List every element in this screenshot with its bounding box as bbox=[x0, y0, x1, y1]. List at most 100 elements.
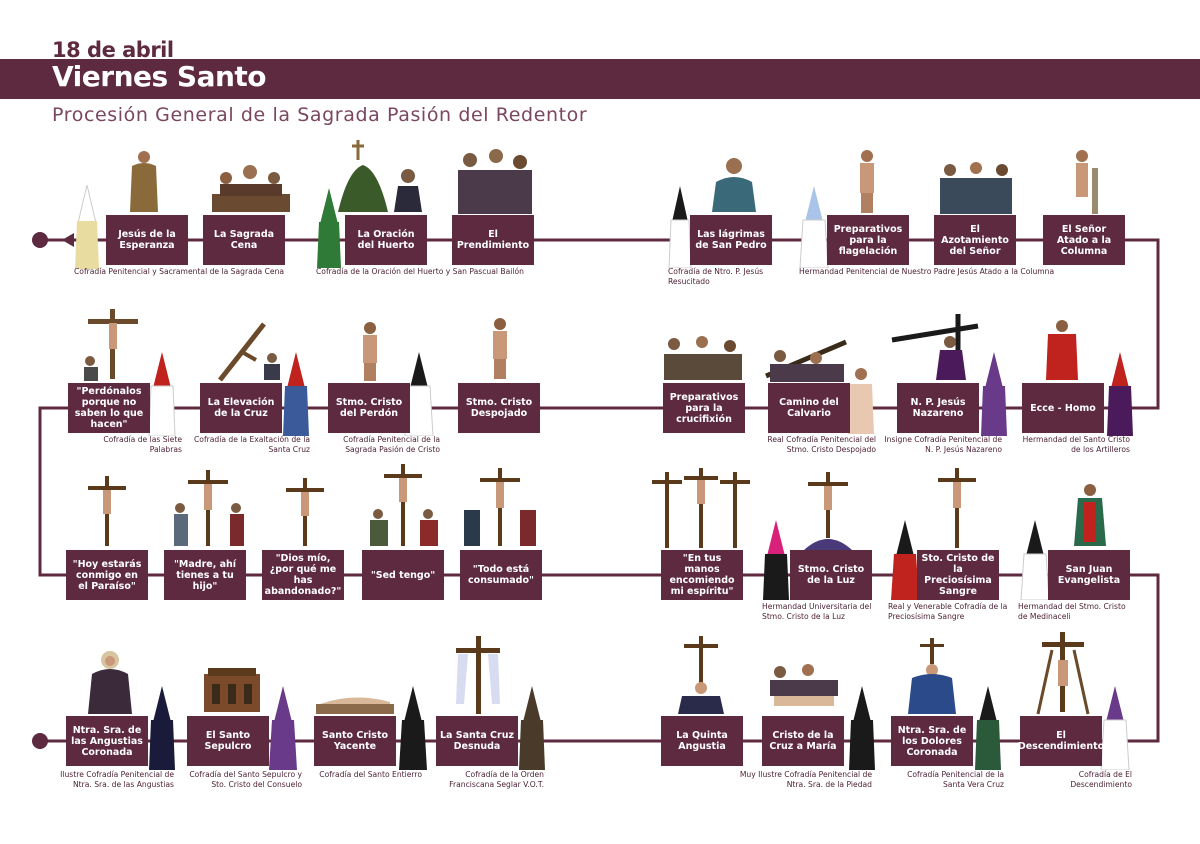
garden-prayer-icon bbox=[338, 140, 422, 212]
station-box[interactable]: Stmo. Cristo Despojado bbox=[458, 383, 540, 433]
penitent-hood-icon bbox=[981, 352, 1007, 436]
penitent-hood-icon bbox=[75, 185, 99, 269]
brotherhood-caption: Hermandad del Santo Cristo de los Artill… bbox=[1022, 435, 1130, 454]
station-box[interactable]: La Quinta Angustia bbox=[661, 716, 743, 766]
saint-peter-icon bbox=[712, 158, 756, 212]
station-box[interactable]: Preparativos para la flagelación bbox=[827, 215, 909, 265]
cross-carrying-icon bbox=[891, 314, 979, 380]
flagellation-icon bbox=[940, 162, 1012, 214]
station-box[interactable]: "Sed tengo" bbox=[362, 550, 444, 600]
station-box[interactable]: Santo Cristo Yacente bbox=[314, 716, 396, 766]
brotherhood-caption: Cofradía Penitencial de la Santa Vera Cr… bbox=[907, 770, 1004, 789]
saint-john-icon bbox=[1074, 484, 1106, 546]
column-icon bbox=[1076, 150, 1098, 214]
station-box[interactable]: "En tus manos encomiendo mi espíritu" bbox=[661, 550, 743, 600]
route-line bbox=[38, 238, 1160, 743]
penitent-hood-icon bbox=[519, 686, 545, 770]
penitent-hood-icon bbox=[149, 686, 175, 770]
station-box[interactable]: Ntra. Sra. de las Angustias Coronada bbox=[66, 716, 148, 766]
brotherhood-caption: Cofradía del Santo Entierro bbox=[319, 770, 422, 779]
crucifix-icon bbox=[804, 472, 852, 550]
brotherhood-caption: Hermandad Universitaria del Stmo. Cristo… bbox=[762, 602, 872, 621]
station-box[interactable]: Jesús de la Esperanza bbox=[106, 215, 188, 265]
penitent-hood-icon bbox=[1100, 686, 1130, 770]
crucifix-icon bbox=[464, 468, 536, 546]
crucifix-icon bbox=[88, 476, 126, 546]
brotherhood-caption: Cofradía de Ntro. P. Jesús Resucitado bbox=[668, 267, 764, 286]
penitent-hood-icon bbox=[1107, 352, 1133, 436]
page-title: Viernes Santo bbox=[52, 60, 267, 93]
recumbent-christ-icon bbox=[316, 697, 394, 714]
pieta-icon bbox=[770, 664, 838, 706]
saint-figure-icon bbox=[848, 368, 874, 434]
brotherhood-caption: Cofradía Penitencial y Sacramental de la… bbox=[74, 267, 285, 276]
brotherhood-caption: Cofradía Penitencial de la Sagrada Pasió… bbox=[343, 435, 440, 454]
station-box[interactable]: La Sagrada Cena bbox=[203, 215, 285, 265]
brotherhood-caption: Insigne Cofradía Penitencial de N. P. Je… bbox=[884, 435, 1002, 454]
station-box[interactable]: El Señor Atado a la Columna bbox=[1043, 215, 1125, 265]
station-box[interactable]: Las lágrimas de San Pedro bbox=[690, 215, 772, 265]
virgin-icon bbox=[88, 651, 132, 714]
station-box[interactable]: La Oración del Huerto bbox=[345, 215, 427, 265]
penitent-hood-icon bbox=[799, 186, 829, 268]
penitent-hood-icon bbox=[283, 352, 309, 436]
station-box[interactable]: El Prendimiento bbox=[452, 215, 534, 265]
station-box[interactable]: Stmo. Cristo de la Luz bbox=[790, 550, 872, 600]
penitent-hood-icon bbox=[891, 520, 919, 600]
brotherhood-caption: Cofradía de la Orden Franciscana Seglar … bbox=[449, 770, 544, 789]
station-box[interactable]: El Santo Sepulcro bbox=[187, 716, 269, 766]
penitent-hood-icon bbox=[399, 686, 427, 770]
station-box[interactable]: Preparativos para la crucifixión bbox=[663, 383, 745, 433]
preparation-icon bbox=[664, 336, 742, 380]
three-crosses-icon bbox=[652, 468, 750, 548]
route-arrow bbox=[62, 233, 74, 247]
station-box[interactable]: "Todo está consumado" bbox=[460, 550, 542, 600]
christ-figure-icon bbox=[363, 322, 377, 381]
station-box[interactable]: "Perdónalos porque no saben lo que hacen… bbox=[68, 383, 150, 433]
brotherhood-caption: Real y Venerable Cofradía de la Preciosí… bbox=[888, 602, 1008, 621]
descent-icon bbox=[1036, 632, 1090, 715]
station-box[interactable]: Sto. Cristo de la Preciosísima Sangre bbox=[917, 550, 999, 600]
station-box[interactable]: La Santa Cruz Desnuda bbox=[436, 716, 518, 766]
route-start-dot bbox=[32, 232, 48, 248]
brotherhood-caption: Cofradía de la Oración del Huerto y San … bbox=[316, 267, 524, 276]
brotherhood-caption: Cofradía de la Exaltación de la Santa Cr… bbox=[194, 435, 310, 454]
station-box[interactable]: Ntra. Sra. de los Dolores Coronada bbox=[891, 716, 973, 766]
cross-raising-icon bbox=[218, 322, 280, 382]
brotherhood-caption: Cofradía de las Siete Palabras bbox=[103, 435, 182, 454]
penitent-hood-icon bbox=[317, 188, 341, 268]
sepulchre-icon bbox=[204, 668, 260, 712]
route-end-dot bbox=[32, 733, 48, 749]
crucifix-icon bbox=[370, 464, 438, 546]
crucifix-icon bbox=[286, 478, 324, 546]
brotherhood-caption: Hermandad del Stmo. Cristo de Medinaceli bbox=[1018, 602, 1126, 621]
christ-figure-icon bbox=[860, 150, 874, 213]
page-subtitle: Procesión General de la Sagrada Pasión d… bbox=[52, 104, 588, 126]
station-box[interactable]: Camino del Calvario bbox=[768, 383, 850, 433]
station-box[interactable]: El Descendimiento bbox=[1018, 716, 1104, 766]
station-box[interactable]: "Dios mío, ¿por qué me has abandonado?" bbox=[262, 550, 344, 600]
station-box[interactable]: Ecce - Homo bbox=[1022, 383, 1104, 433]
station-box[interactable]: El Azotamiento del Señor bbox=[934, 215, 1016, 265]
brotherhood-caption: Muy Ilustre Cofradía Penitencial de Ntra… bbox=[739, 770, 872, 789]
station-box[interactable]: N. P. Jesús Nazareno bbox=[897, 383, 979, 433]
nazareno-figure-icon bbox=[130, 151, 158, 212]
last-supper-icon bbox=[212, 165, 290, 212]
penitent-hood-icon bbox=[269, 686, 297, 770]
station-box[interactable]: Stmo. Cristo del Perdón bbox=[328, 383, 410, 433]
station-box[interactable]: La Elevación de la Cruz bbox=[200, 383, 282, 433]
penitent-hood-icon bbox=[1020, 520, 1050, 600]
station-box[interactable]: "Hoy estarás conmigo en el Paraíso" bbox=[66, 550, 148, 600]
brotherhood-caption: Cofradía de El Descendimiento bbox=[1070, 770, 1132, 789]
station-box[interactable]: Cristo de la Cruz a María bbox=[762, 716, 844, 766]
penitent-hood-icon bbox=[763, 520, 789, 600]
station-box[interactable]: "Madre, ahí tienes a tu hijo" bbox=[164, 550, 246, 600]
penitent-hood-icon bbox=[668, 186, 692, 268]
title-band bbox=[0, 59, 1200, 99]
virgin-icon bbox=[908, 638, 956, 714]
christ-figure-icon bbox=[493, 318, 507, 379]
station-box[interactable]: San Juan Evangelista bbox=[1048, 550, 1130, 600]
crucifix-icon bbox=[938, 468, 976, 548]
crucifix-icon bbox=[84, 309, 138, 381]
